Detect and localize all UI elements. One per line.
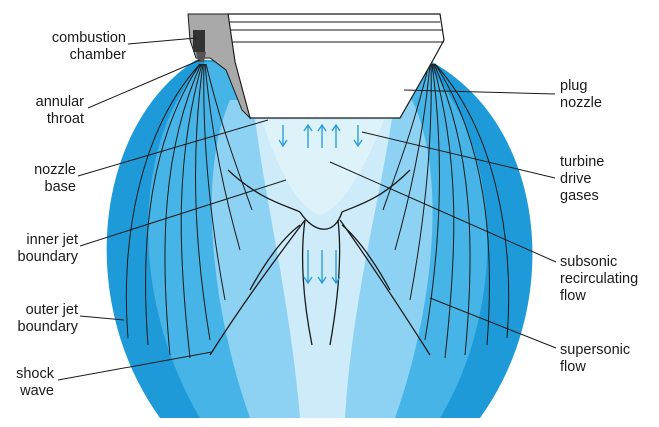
leader-combustion-chamber [128, 38, 196, 44]
combustion-chamber-block [193, 30, 205, 52]
